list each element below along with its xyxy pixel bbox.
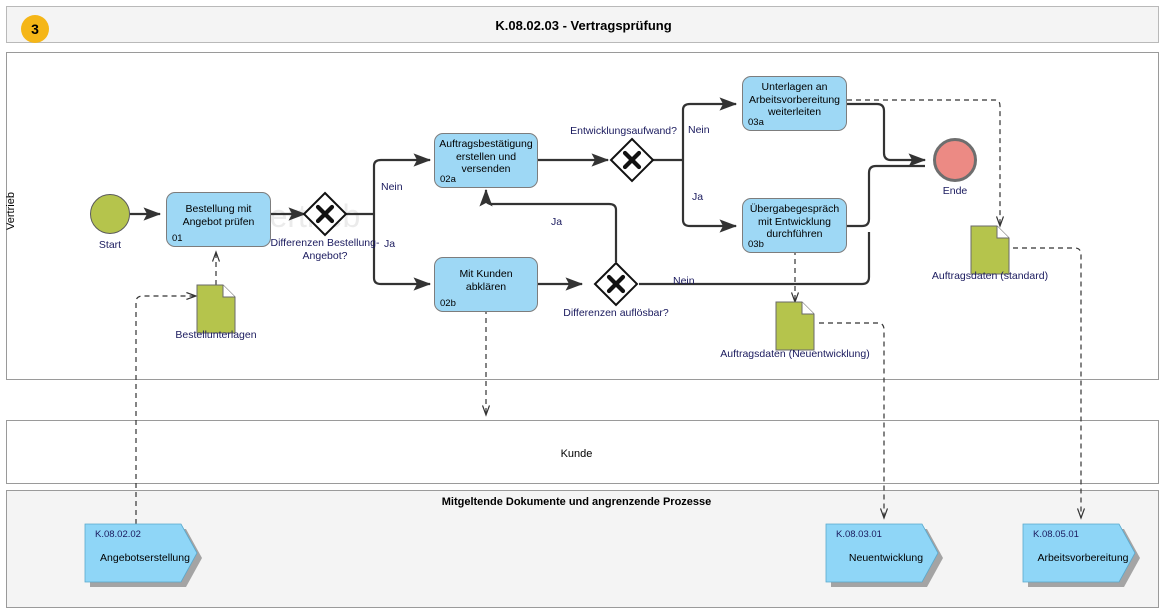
start-event-label: Start [98,239,122,251]
process-ref-p1-name: Angebotserstellung [100,552,190,564]
task-02a-id: 02a [440,174,456,186]
lane-kunde [6,420,1159,484]
lane-kunde-label: Kunde [560,448,593,460]
page-title: K.08.02.03 - Vertragsprüfung [495,18,672,33]
task-03a-id: 03a [748,117,764,129]
data-object-d3-label: Auftragsdaten (standard) [931,270,1049,282]
task-01-label: Bestellung mit Angebot prüfen [182,203,255,228]
task-01-id: 01 [172,233,183,245]
task-01[interactable]: Bestellung mit Angebot prüfen 01 [166,192,271,247]
lane-vertrieb-label: Vertrieb [5,192,17,230]
end-event[interactable] [933,138,977,182]
task-03b-id: 03b [748,239,764,251]
task-03b[interactable]: Übergabegespräch mit Entwicklung durchfü… [742,198,847,253]
task-02a-label: Auftragsbestätigung erstellen und versen… [439,137,533,176]
header-bar: 3 K.08.02.03 - Vertragsprüfung [6,6,1159,43]
task-03b-label: Übergabegespräch mit Entwicklung durchfü… [749,202,840,241]
revision-badge: 3 [21,15,49,43]
process-ref-p2-name: Neuentwicklung [848,552,924,564]
process-ref-p3-name: Arbeitsvorbereitung [1037,552,1129,564]
flow-label-g3-nein: Nein [673,275,695,287]
data-object-d1-label: Bestellunterlagen [175,329,257,341]
task-02b-id: 02b [440,298,456,310]
process-ref-neuentwicklung[interactable]: K.08.03.01 Neuentwicklung [826,524,946,582]
process-ref-p1-code: K.08.02.02 [95,529,141,540]
task-02b-label: Mit Kunden abklären [459,268,513,293]
gateway-g1-label: Differenzen Bestellung-Angebot? [270,237,380,262]
process-ref-angebotserstellung[interactable]: K.08.02.02 Angebotserstellung [85,524,205,582]
task-03a-label: Unterlagen an Arbeitsvorbereitung weiter… [748,80,841,119]
process-ref-p3-code: K.08.05.01 [1033,529,1079,540]
start-event[interactable] [90,194,130,234]
flow-label-g1-nein: Nein [381,181,403,193]
task-02a[interactable]: Auftragsbestätigung erstellen und versen… [434,133,538,188]
flow-label-g2-ja: Ja [692,191,704,203]
lane-docs-label: Mitgeltende Dokumente und angrenzende Pr… [441,496,712,508]
data-object-d2-label: Auftragsdaten (Neuentwicklung) [720,348,870,360]
flow-label-g3-ja: Ja [551,216,563,228]
task-02b[interactable]: Mit Kunden abklären 02b [434,257,538,312]
task-03a[interactable]: Unterlagen an Arbeitsvorbereitung weiter… [742,76,847,131]
process-ref-p2-code: K.08.03.01 [836,529,882,540]
flow-label-g2-nein: Nein [688,124,710,136]
flow-label-g1-ja: Ja [384,238,396,250]
process-ref-arbeitsvorbereitung[interactable]: K.08.05.01 Arbeitsvorbereitung [1023,524,1143,582]
gateway-g2-label: Entwicklungsaufwand? [570,125,677,137]
gateway-g3-label: Differenzen auflösbar? [563,307,669,319]
end-event-label: Ende [942,185,968,197]
